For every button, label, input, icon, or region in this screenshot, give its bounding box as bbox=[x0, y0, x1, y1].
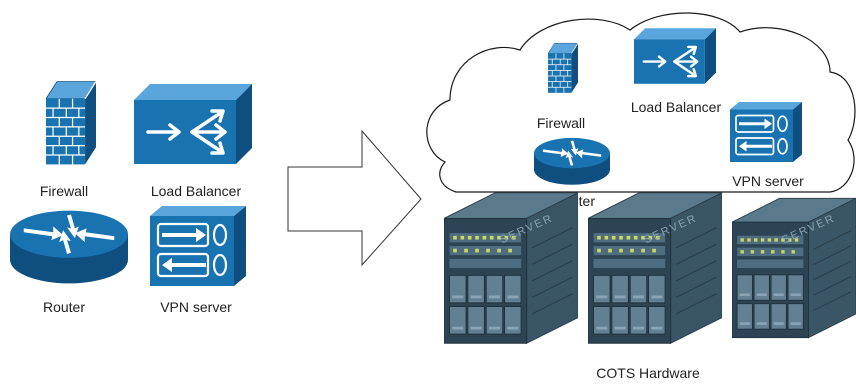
cots-hardware-label: COTS Hardware bbox=[596, 365, 700, 381]
left-firewall-label: Firewall bbox=[40, 183, 88, 199]
router-icon bbox=[534, 137, 610, 185]
load-balancer-icon bbox=[134, 84, 252, 164]
cloud-vpn-label: VPN server bbox=[732, 173, 804, 189]
cloud-load-balancer-label: Load Balancer bbox=[631, 99, 722, 115]
transition-arrow-icon bbox=[287, 129, 422, 267]
server-icon: SERVER bbox=[732, 197, 856, 339]
cloud-firewall-label: Firewall bbox=[537, 115, 585, 131]
server-icon: SERVER bbox=[444, 192, 578, 344]
left-appliances: Firewall Load Balancer Router VPN server bbox=[10, 80, 252, 315]
left-vpn-label: VPN server bbox=[160, 299, 232, 315]
cots-servers: SERVER SERVER SERVER COTS Hardware bbox=[444, 192, 856, 381]
load-balancer-icon bbox=[634, 28, 716, 84]
left-load-balancer-label: Load Balancer bbox=[151, 183, 242, 199]
vpn-server-icon bbox=[150, 206, 246, 286]
firewall-icon bbox=[46, 80, 96, 166]
vpn-server-icon bbox=[730, 101, 802, 163]
firewall-icon bbox=[548, 42, 578, 94]
router-icon bbox=[10, 210, 128, 284]
left-router-label: Router bbox=[43, 299, 85, 315]
server-icon: SERVER bbox=[588, 192, 722, 344]
